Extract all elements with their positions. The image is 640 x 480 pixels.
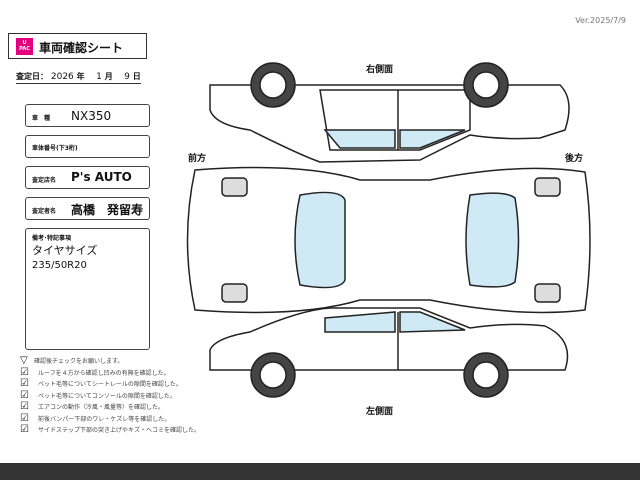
checklist-text: 前後バンパー下部のワレ・ケズレ等を確認した。 xyxy=(38,415,171,423)
checkbox-checked-icon[interactable]: ☑ xyxy=(20,401,29,413)
chassis-label: 車体番号(下3桁) xyxy=(32,145,78,152)
notes-line: 235/50R20 xyxy=(32,260,87,271)
checklist-text: ルーフを４方から確認し凹みの有無を確認した。 xyxy=(38,369,170,377)
car-right-side-view xyxy=(209,62,570,163)
shop-label: 査定店名 xyxy=(32,177,57,184)
car-type-field[interactable]: 車 種 NX350 xyxy=(25,104,150,127)
left-side-label: 左側面 xyxy=(366,407,394,417)
car-type-label: 車 種 xyxy=(32,115,51,122)
checklist-text: ペット毛等についてコンソールの隙間を確認した。 xyxy=(38,392,176,400)
appraisal-date: 査定日： 2026 年 1 月 9 日 xyxy=(16,71,141,84)
day-unit: 日 xyxy=(132,72,141,81)
year-unit: 年 xyxy=(76,72,85,81)
rear-label: 後方 xyxy=(565,154,584,164)
appraiser-value: 高橋 発留寿 xyxy=(71,203,144,217)
triangle-icon: ▽ xyxy=(20,355,28,367)
notes-line: タイヤサイズ xyxy=(32,244,98,257)
shop-name-field[interactable]: 査定店名 P's AUTO xyxy=(25,166,150,189)
date-month: 1 xyxy=(96,72,102,82)
checklist-header: 確認後チェックをお願いします。 xyxy=(34,358,124,366)
month-unit: 月 xyxy=(104,72,113,81)
checklist-item[interactable]: ☑ ペット毛等についてコンソールの隙間を確認した。 xyxy=(20,390,200,402)
notes-field[interactable]: 備考･特記事項 タイヤサイズ 235/50R20 xyxy=(25,228,150,350)
checklist-item[interactable]: ☑ 前後バンパー下部のワレ・ケズレ等を確認した。 xyxy=(20,413,200,425)
checkbox-checked-icon[interactable]: ☑ xyxy=(20,378,29,390)
checkbox-checked-icon[interactable]: ☑ xyxy=(20,366,29,378)
shop-value: P's AUTO xyxy=(71,170,132,184)
checklist: ▽ 確認後チェックをお願いします。 ☑ ルーフを４方から確認し凹みの有無を確認した。… xyxy=(20,355,200,436)
car-type-value: NX350 xyxy=(71,109,112,123)
chassis-number-field[interactable]: 車体番号(下3桁) xyxy=(25,135,150,158)
checklist-item[interactable]: ☑ ペット毛等についてシートレールの隙間を確認した。 xyxy=(20,378,200,390)
appraiser-label: 査定者名 xyxy=(32,208,57,215)
checklist-text: サイドステップ下部の突き上げやキズ・ヘコミを確認した。 xyxy=(38,427,201,435)
footer-bar xyxy=(0,463,640,480)
notes-label: 備考･特記事項 xyxy=(32,235,72,242)
date-label: 査定日： xyxy=(16,72,48,81)
right-side-label: 右側面 xyxy=(366,65,394,75)
page-title: 車両確認シート xyxy=(39,41,124,55)
car-left-side-view xyxy=(209,307,569,398)
checkbox-checked-icon[interactable]: ☑ xyxy=(20,424,29,436)
version-label: Ver.2025/7/9 xyxy=(575,16,626,25)
front-label: 前方 xyxy=(188,154,207,164)
checklist-text: エアコンの動作（冷風・風量等）を確認した。 xyxy=(38,404,165,412)
checkbox-checked-icon[interactable]: ☑ xyxy=(20,412,29,424)
date-year: 2026 xyxy=(50,72,74,82)
checkbox-checked-icon[interactable]: ☑ xyxy=(20,389,29,401)
checklist-item[interactable]: ☑ サイドステップ下部の突き上げやキズ・ヘコミを確認した。 xyxy=(20,424,200,436)
appraiser-field[interactable]: 査定者名 高橋 発留寿 xyxy=(25,197,150,220)
checklist-item[interactable]: ☑ エアコンの動作（冷風・風量等）を確認した。 xyxy=(20,401,200,413)
checklist-text: ペット毛等についてシートレールの隙間を確認した。 xyxy=(38,381,182,389)
checklist-item[interactable]: ☑ ルーフを４方から確認し凹みの有無を確認した。 xyxy=(20,367,200,379)
car-top-view xyxy=(186,166,591,314)
date-day: 9 xyxy=(124,72,130,82)
